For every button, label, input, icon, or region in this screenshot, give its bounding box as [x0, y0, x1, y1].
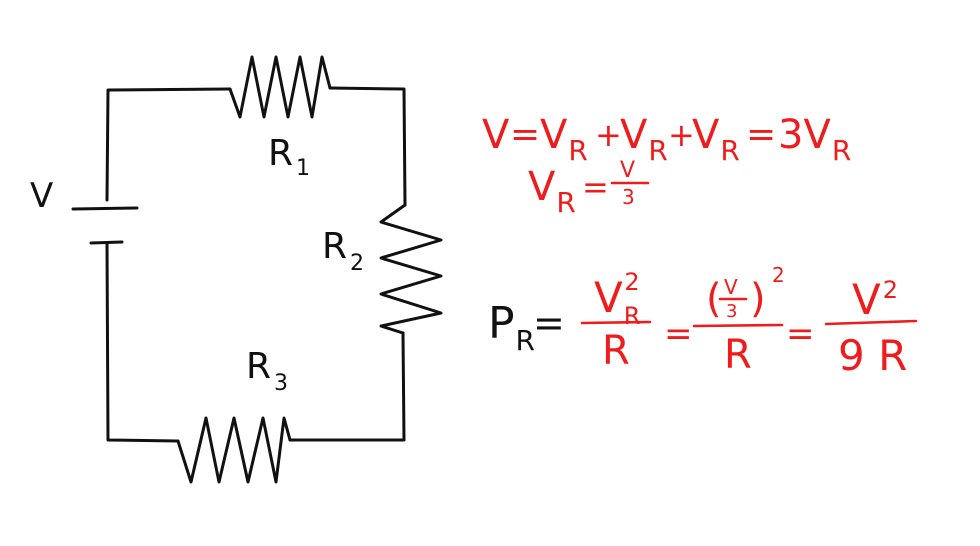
battery-short-plate [89, 240, 124, 245]
eq1-equals: = [510, 114, 540, 155]
eq1-plus-1: + [595, 116, 622, 154]
wire-bottom-left [105, 241, 180, 443]
eq1-term-3: VR [692, 112, 740, 167]
resistor-r2 [379, 203, 443, 335]
eq3-equals-3: = [786, 314, 815, 354]
eq1-lhs: V [482, 112, 510, 158]
eq3-lhs: PR [488, 298, 535, 357]
wire-top-right [328, 86, 407, 207]
eq3-equals-2: = [664, 314, 693, 354]
vr-equation: VR = V 3 [528, 158, 650, 219]
wire-right-lower [288, 331, 406, 442]
eq3-f2-exponent: 2 [772, 263, 785, 287]
series-voltage-equation: V = VR + VR + VR = 3VR [482, 112, 851, 167]
battery-symbol [71, 206, 139, 245]
eq3-f3-denominator: 9 R [838, 331, 907, 380]
eq3-f3-fraction-bar [824, 319, 918, 326]
eq1-result: 3VR [778, 112, 851, 167]
eq1-plus-2: + [668, 116, 695, 154]
power-equation: PR = VR2 R = ( V 3 ) 2 R = V2 9 R [488, 263, 918, 380]
eq3-f1-denominator: R [602, 328, 630, 374]
eq3-f1-fraction-bar [580, 320, 652, 325]
eq3-f2-denominator: R [724, 332, 752, 378]
eq1-equals-2: = [746, 114, 776, 155]
eq3-f2-inner-denominator: 3 [726, 301, 737, 322]
resistor-r3 [176, 416, 292, 484]
eq2-equals: = [582, 168, 609, 206]
eq2-numerator: V [620, 158, 635, 183]
eq2-denominator: 3 [622, 185, 635, 209]
source-label: V [30, 176, 53, 216]
wire-top-left [105, 87, 232, 202]
resistor-r1 [228, 55, 332, 119]
eq1-term-2: VR [620, 112, 668, 167]
eq3-f2-fraction-bar [692, 323, 784, 328]
eq2-lhs: VR [528, 164, 576, 219]
circuit-wires [105, 86, 407, 443]
eq3-f3-numerator: V2 [852, 275, 898, 324]
battery-long-plate [71, 206, 139, 211]
eq3-f2-inner-numerator: V [724, 275, 738, 299]
eq3-equals: = [533, 301, 565, 345]
eq3-f2-open-paren: ( [706, 276, 722, 322]
eq1-term-1: VR [540, 112, 588, 167]
eq3-f2-close-paren: ) [750, 276, 766, 322]
eq3-f1-numerator: VR2 [594, 268, 640, 330]
